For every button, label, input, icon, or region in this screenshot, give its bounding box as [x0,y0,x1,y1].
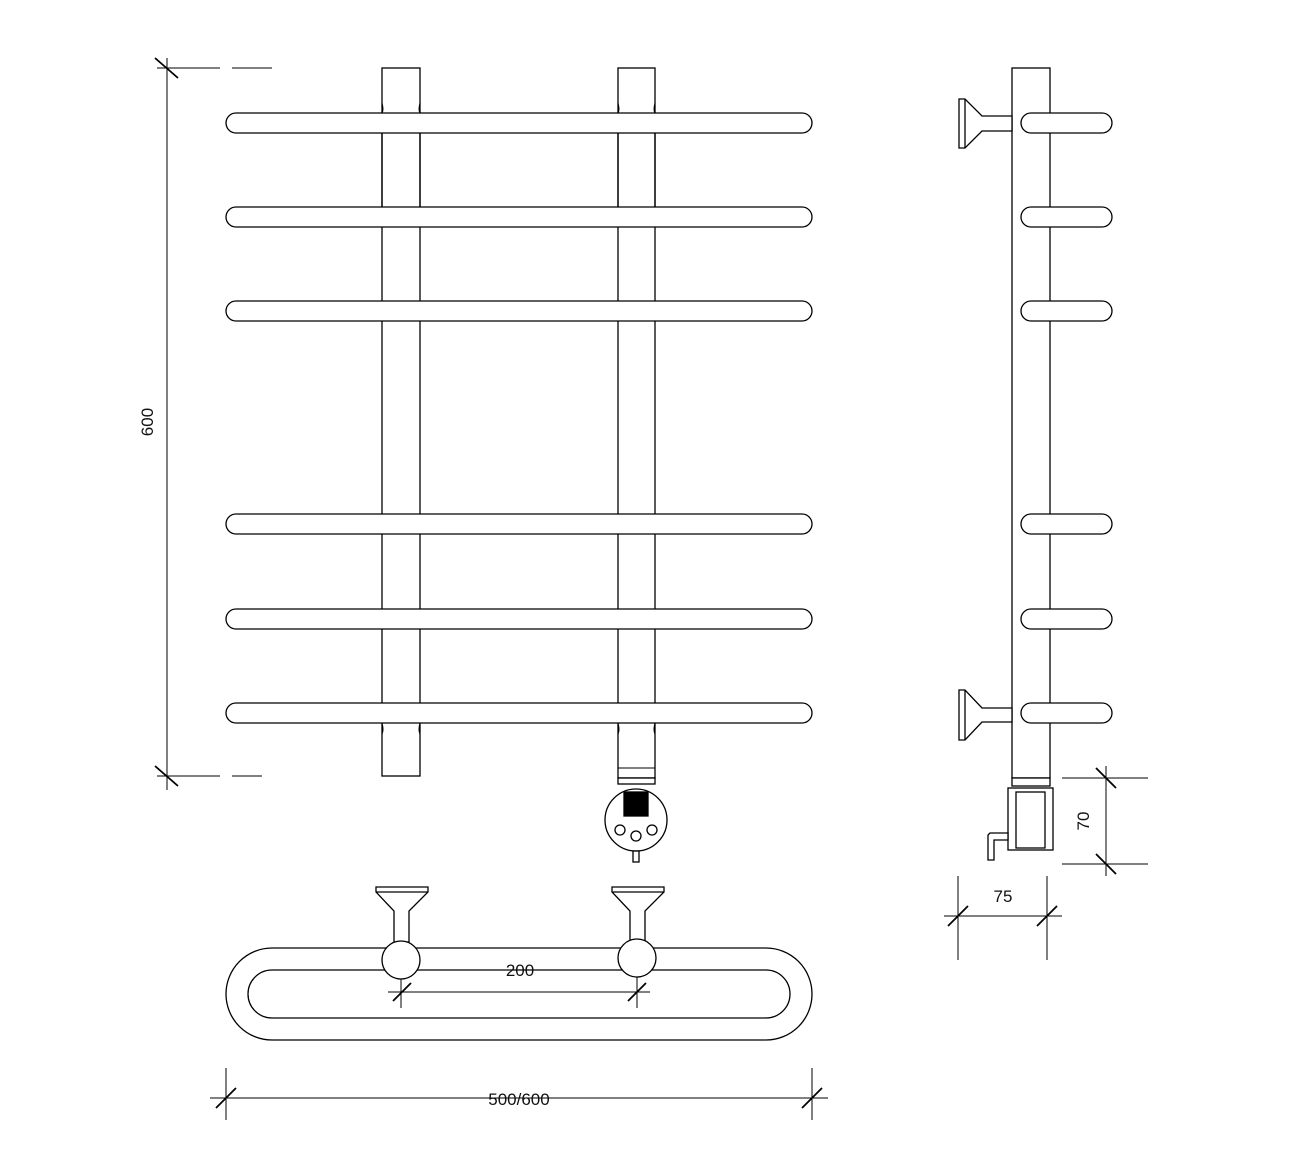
side-heater-inner [1015,791,1046,849]
width-dimension [210,1068,828,1120]
heater-height-label: 70 [1074,812,1093,831]
side-heater-sleeve [1011,777,1051,787]
bar-2 [225,206,813,228]
axis-spacing-label: 200 [506,961,534,980]
side-view [958,67,1113,861]
right-riser [617,67,656,779]
height-dimension-label: 600 [138,408,157,436]
wall-mount-bracket-icon [958,98,1013,149]
top-loop-inner [247,969,791,1019]
top-view [225,886,813,1041]
bar-6 [225,702,813,724]
controller-display [623,791,649,817]
heater-height-dimension [1062,766,1148,876]
heater-sleeve [617,777,656,785]
controller-button-middle [630,830,642,842]
controller-cable [632,850,640,863]
cable-plug-icon [987,832,1009,861]
side-bar-stubs [1020,112,1113,724]
bar-5 [225,608,813,630]
bar-3 [225,300,813,322]
round-control-unit-icon [604,788,668,863]
front-view [225,67,813,863]
height-dimension [154,57,272,790]
controller-button-left [614,824,626,836]
controller-button-right [646,824,658,836]
top-left-bracket [375,886,429,980]
bar-4 [225,513,813,535]
width-dimension-label: 500/600 [488,1090,549,1109]
side-riser [1011,67,1051,779]
left-riser [381,67,421,777]
wall-mount-bracket-icon-bottom [958,689,1013,741]
bar-1 [225,112,813,134]
top-right-bracket [611,886,665,978]
horizontal-bars [225,112,813,724]
heater-depth-dimension [944,876,1062,960]
axis-spacing-dimension [388,977,650,1008]
heater-depth-label: 75 [994,887,1013,906]
